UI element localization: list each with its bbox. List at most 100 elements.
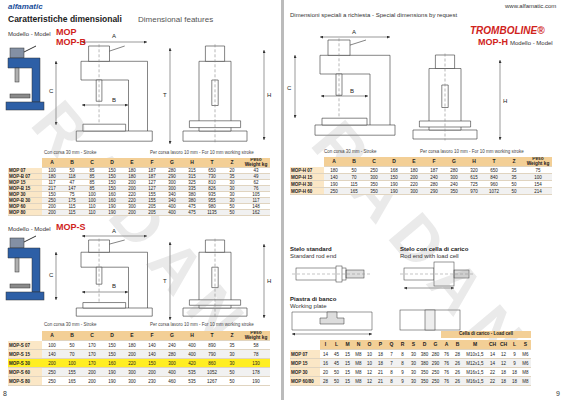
table-header: P bbox=[375, 340, 386, 350]
table-cell: 140 bbox=[324, 174, 344, 181]
table-cell: 300 bbox=[162, 359, 182, 368]
table-cell: 400 bbox=[182, 350, 202, 359]
table-cell: 18 bbox=[509, 368, 520, 377]
model-name: MOP-S bbox=[56, 223, 86, 232]
table-cell: 650 bbox=[484, 167, 504, 174]
model-name: MOP bbox=[56, 28, 77, 37]
table-cell: 30 bbox=[408, 350, 419, 359]
table-cell: 26 bbox=[452, 368, 463, 377]
table-header: Peso Weight kg bbox=[524, 157, 552, 167]
table-cell: 200 bbox=[122, 210, 142, 216]
dimension-letter: H bbox=[267, 278, 271, 284]
table-header: B bbox=[62, 158, 82, 168]
table-cell: 8 bbox=[386, 368, 397, 377]
table-header: F bbox=[424, 157, 444, 167]
table-cell: 400 bbox=[162, 210, 182, 216]
table-cell: 160 bbox=[102, 359, 122, 368]
table-cell: 22 bbox=[487, 368, 498, 377]
table-header: H bbox=[182, 331, 202, 341]
table-cell: 8 bbox=[397, 359, 408, 368]
table-cell: 860 bbox=[202, 359, 222, 368]
table-cell: 1072 bbox=[484, 188, 504, 195]
table-header: N bbox=[353, 340, 364, 350]
table-cell: M16x1,5 bbox=[463, 368, 487, 377]
table-header: Peso Weight kg bbox=[242, 158, 270, 168]
table-header: G bbox=[430, 340, 441, 350]
caption-text: Modello - Model bbox=[8, 226, 51, 232]
table-cell: 10 bbox=[364, 359, 375, 368]
dimension-letter: B bbox=[112, 97, 116, 103]
table-cell: 26 bbox=[452, 377, 463, 386]
table-cell: 290 bbox=[424, 188, 444, 195]
dimension-letter: H bbox=[503, 98, 507, 104]
model-cell: MOP-H 30 bbox=[290, 181, 324, 188]
table-cell: 7 bbox=[386, 359, 397, 368]
table-cell: 725 bbox=[464, 181, 484, 188]
model-cell: MOP-S 30 bbox=[8, 359, 42, 368]
table-cell: 8 bbox=[397, 350, 408, 359]
table-cell: M8 bbox=[353, 359, 364, 368]
table-cell: 420 bbox=[182, 359, 202, 368]
table-cell: 78 bbox=[242, 350, 270, 359]
table-cell: 190 bbox=[324, 181, 344, 188]
dimension-letter: T bbox=[163, 92, 167, 98]
table-cell: 380 bbox=[419, 359, 430, 368]
table-cell: 12 bbox=[364, 368, 375, 377]
table-cell: 15 bbox=[342, 377, 353, 386]
table-cell: 1135 bbox=[202, 210, 222, 216]
table-cell: 35 bbox=[504, 174, 524, 181]
table-cell: 180 bbox=[122, 341, 142, 350]
table-cell: 240 bbox=[444, 181, 464, 188]
table-header: I bbox=[320, 340, 331, 350]
table-cell: 50 bbox=[222, 368, 242, 377]
table-cell: 50 bbox=[504, 181, 524, 188]
table-header: G bbox=[444, 157, 464, 167]
table-cell: 12 bbox=[364, 377, 375, 386]
table-cell: 350 bbox=[419, 368, 430, 377]
caption-text: Modello - Model bbox=[8, 31, 51, 37]
table-header: A bbox=[42, 158, 62, 168]
table-cell: 9 bbox=[509, 350, 520, 359]
table-cell: 14 bbox=[487, 350, 498, 359]
table-cell: 170 bbox=[82, 359, 102, 368]
model-name: MOP-B bbox=[56, 38, 86, 47]
table-cell: M8 bbox=[353, 350, 364, 359]
table-cell: 18 bbox=[498, 368, 509, 377]
table-cell: 280 bbox=[162, 350, 182, 359]
dimension-letter: B bbox=[350, 88, 354, 94]
table-cell: 76 bbox=[441, 350, 452, 359]
table-cell: 76 bbox=[441, 368, 452, 377]
table-cell: 200 bbox=[142, 368, 162, 377]
table-cell: 140 bbox=[142, 350, 162, 359]
caption-text: Modello - Model bbox=[510, 40, 553, 46]
table-cell: 180 bbox=[404, 167, 424, 174]
table-cell: 220 bbox=[404, 181, 424, 188]
table-header: A bbox=[441, 340, 452, 350]
table-cell: 190 bbox=[102, 210, 122, 216]
table-cell: 150 bbox=[102, 341, 122, 350]
model-cell: MOP-H 60 bbox=[290, 188, 324, 195]
table-cell: 10 bbox=[364, 350, 375, 359]
table-cell: 30 bbox=[408, 377, 419, 386]
table-cell: 45 bbox=[331, 350, 342, 359]
table-cell: 30 bbox=[408, 359, 419, 368]
table-cell: 8 bbox=[386, 377, 397, 386]
note-text: Con corsa 30 mm - Stroke bbox=[324, 150, 377, 155]
caption-heading: Stelo con cella di carico bbox=[400, 246, 468, 252]
table-cell: 12 bbox=[498, 359, 509, 368]
table-header: Z bbox=[222, 331, 242, 341]
model-cell: MOP 60/80 bbox=[290, 377, 320, 386]
table-cell: 7 bbox=[386, 350, 397, 359]
brand-logo: TROMBOLINE® bbox=[470, 26, 545, 36]
table-cell: 15 bbox=[342, 359, 353, 368]
table-cell: M6 bbox=[520, 350, 531, 359]
table-cell: 30 bbox=[408, 368, 419, 377]
table-cell: 18 bbox=[375, 350, 386, 359]
table-cell: 110 bbox=[82, 210, 102, 216]
table-cell: M6 bbox=[520, 359, 531, 368]
caption-text: www.alfamatic.com bbox=[505, 3, 556, 9]
caption-text: Dimensioni speciali a richiesta - Specia… bbox=[290, 12, 457, 18]
table-header: E bbox=[404, 157, 424, 167]
table-cell: 350 bbox=[419, 377, 430, 386]
note-text: Per corsa lavoro 10 mm - For 10 mm worki… bbox=[150, 323, 254, 328]
